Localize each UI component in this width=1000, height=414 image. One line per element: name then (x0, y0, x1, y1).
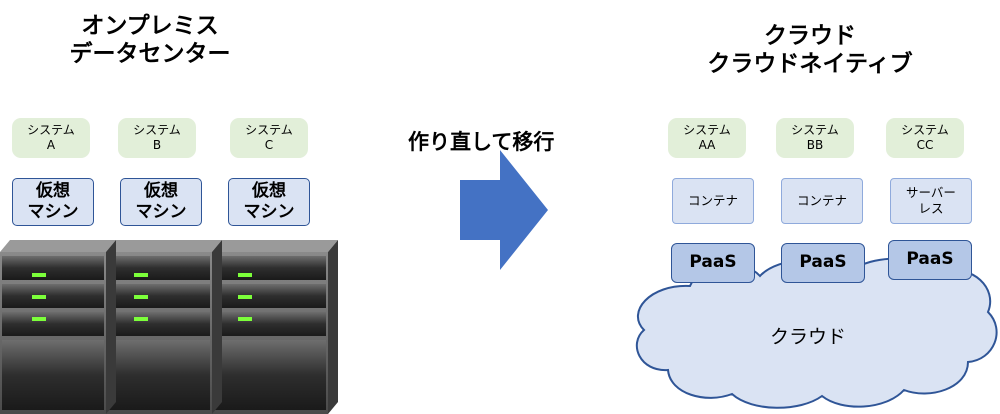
runtime-line1: サーバー (906, 185, 956, 200)
system-aa-box: システム AA (668, 118, 746, 158)
container-box-2: コンテナ (781, 178, 863, 224)
cloud-title-line1: クラウド (764, 23, 856, 49)
server-a-icon (0, 240, 116, 414)
vm-box-c: 仮想 マシン (228, 178, 310, 226)
vm-line1: 仮想 (252, 181, 286, 201)
runtime-line1: コンテナ (687, 193, 738, 208)
container-box-1: コンテナ (672, 178, 754, 224)
system-label: システム (683, 123, 731, 137)
vm-line2: マシン (27, 202, 79, 222)
system-label: システム (901, 123, 949, 137)
system-bb-box: システム BB (776, 118, 854, 158)
system-label: システム (791, 123, 839, 137)
vm-line2: マシン (135, 202, 187, 222)
system-cc-box: システム CC (886, 118, 964, 158)
runtime-line2: レス (918, 201, 944, 216)
system-c-box: システム C (230, 118, 308, 158)
onprem-title: オンプレミス データセンター (40, 12, 260, 68)
serverless-box: サーバー レス (890, 178, 972, 224)
cloud-label: クラウド (770, 326, 847, 348)
vm-box-a: 仮想 マシン (12, 178, 94, 226)
cloud-title-line2: クラウドネイティブ (707, 51, 913, 77)
paas-box-1: PaaS (671, 243, 755, 283)
system-label: システム (245, 123, 293, 137)
system-id: B (152, 138, 162, 152)
vm-box-b: 仮想 マシン (120, 178, 202, 226)
system-id: BB (806, 138, 824, 152)
system-id: A (46, 138, 56, 152)
onprem-title-line2: データセンター (69, 41, 231, 67)
system-label: システム (27, 123, 75, 137)
system-id: AA (698, 138, 716, 152)
vm-line1: 仮想 (144, 181, 178, 201)
onprem-title-line1: オンプレミス (81, 13, 219, 39)
server-b-icon (106, 240, 222, 414)
vm-line1: 仮想 (36, 181, 70, 201)
system-label: システム (133, 123, 181, 137)
system-a-box: システム A (12, 118, 90, 158)
system-id: C (264, 138, 274, 152)
migration-label: 作り直して移行 (408, 130, 555, 154)
vm-line2: マシン (243, 202, 295, 222)
paas-box-3: PaaS (888, 240, 972, 280)
cloud-title: クラウド クラウドネイティブ (690, 22, 930, 78)
migration-arrow-icon (460, 150, 548, 270)
system-b-box: システム B (118, 118, 196, 158)
runtime-line1: コンテナ (796, 193, 847, 208)
server-c-icon (212, 240, 338, 414)
paas-box-2: PaaS (781, 243, 865, 283)
system-id: CC (916, 138, 934, 152)
